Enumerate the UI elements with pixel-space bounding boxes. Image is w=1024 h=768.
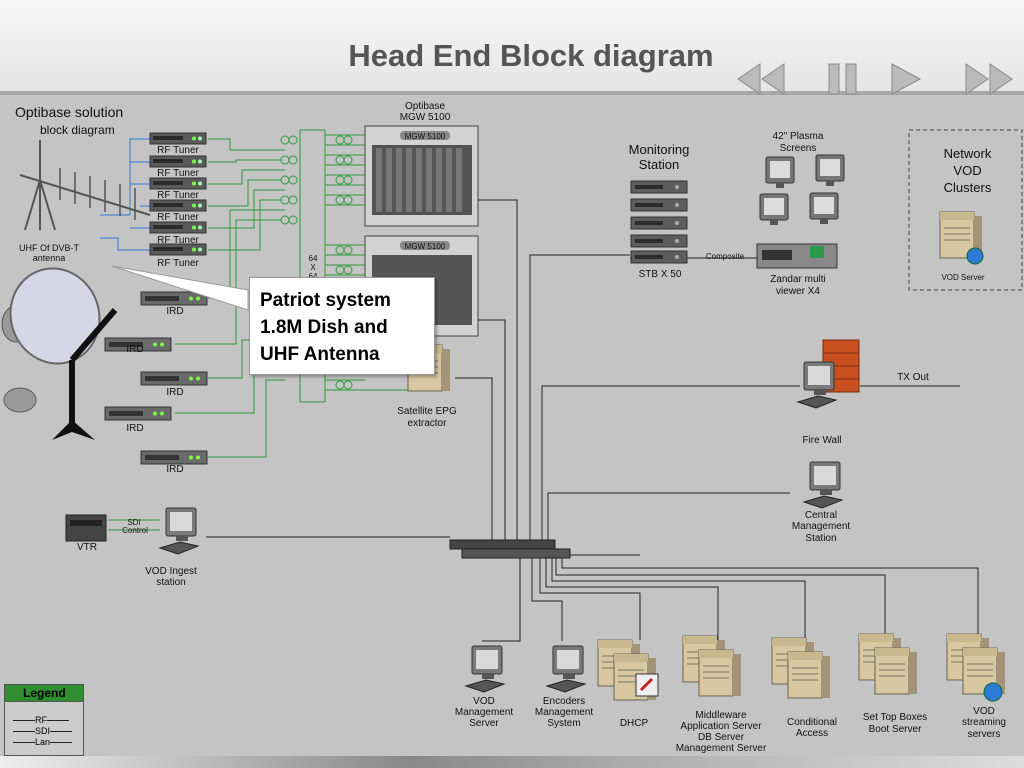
vod-streaming-label: VOD (973, 706, 995, 717)
central-mgmt-label: Station (805, 533, 837, 544)
encoders-label: Encoders (542, 696, 586, 707)
conditional-access-label: Access (795, 728, 829, 739)
callout-line: UHF Antenna (260, 344, 380, 365)
callout-line: Patriot system (260, 290, 391, 311)
central-mgmt-label: Management (791, 521, 851, 532)
control-label: Control (122, 526, 148, 535)
mgw-unit-label: MGW 5100 (404, 132, 446, 141)
zandar-label: viewer X4 (776, 286, 820, 297)
stb-boot-label: Boot Server (868, 724, 922, 735)
vod-mgmt-label: Server (469, 718, 499, 729)
mgw-unit-label: MGW 5100 (404, 242, 446, 251)
encoders-label: System (547, 718, 581, 729)
network-vod-label: Network (943, 146, 992, 161)
ird-label: IRD (166, 387, 184, 398)
play-icon[interactable] (888, 60, 924, 98)
sdi-label: SDI (127, 518, 141, 527)
network-vod-label: VOD (953, 163, 982, 178)
callout-line: 1.8M Dish and (260, 317, 388, 338)
legend-sdi-label: SDI (35, 726, 51, 736)
ird-label: IRD (166, 306, 184, 317)
optibase-solution-subtitle: block diagram (40, 123, 115, 137)
rewind-icon[interactable] (736, 60, 788, 98)
optibase-solution-title: Optibase solution (15, 104, 124, 120)
firewall-label: Fire Wall (802, 435, 842, 446)
legend-lan: Lan (13, 737, 73, 747)
tx-out-label: TX Out (897, 372, 929, 383)
legend-rf: RF (13, 715, 69, 725)
monitoring-station-label: Monitoring (628, 142, 690, 157)
title-bar (0, 0, 1024, 95)
fast-forward-icon[interactable] (962, 60, 1014, 98)
matrix-label: 64 X 64 (308, 254, 318, 281)
stb-label: STB X 50 (638, 269, 682, 280)
middleware-label: DB Server (697, 732, 745, 743)
composite-label: Composite (705, 252, 745, 261)
rf-tuner-label: RF Tuner (157, 212, 199, 223)
callout-box: Patriot system 1.8M Dish and UHF Antenna (249, 277, 435, 375)
central-mgmt-label: Central (804, 510, 838, 521)
mgw-model-label: MGW 5100 (399, 112, 451, 123)
stb-boot-label: Set Top Boxes (862, 712, 928, 723)
monitoring-station-label: Station (638, 157, 680, 172)
rf-tuner-label: RF Tuner (157, 168, 199, 179)
vod-ingest-label: station (156, 577, 186, 588)
legend-rf-label: RF (35, 715, 47, 725)
middleware-label: Application Server (680, 721, 762, 732)
page-title: Head End Block diagram (348, 38, 714, 73)
legend-sdi: SDI (13, 726, 73, 736)
rf-tuner-label: RF Tuner (157, 190, 199, 201)
legend: Legend RF SDI Lan (4, 684, 84, 756)
rf-tuner-label: RF Tuner (157, 258, 199, 269)
ird-label: IRD (166, 464, 184, 475)
legend-title: Legend (5, 685, 83, 702)
middleware-label: Middleware (695, 710, 747, 721)
rf-tuner-label: RF Tuner (157, 235, 199, 246)
ird-label: IRD (126, 423, 144, 434)
conditional-access-label: Conditional (786, 717, 838, 728)
vtr-label: VTR (77, 542, 97, 553)
vod-mgmt-label: Management (454, 707, 514, 718)
network-vod-label: Clusters (943, 180, 992, 195)
encoders-label: Management (534, 707, 594, 718)
rf-tuner-label: RF Tuner (157, 145, 199, 156)
middleware-label: Management Server (675, 743, 767, 754)
vod-ingest-label: VOD Ingest (145, 566, 197, 577)
pause-icon[interactable] (826, 60, 860, 98)
footer-bar (0, 756, 1024, 768)
vod-streaming-label: streaming (962, 717, 1006, 728)
plasma-label: 42" Plasma (772, 131, 824, 142)
ird-label: IRD (126, 344, 144, 355)
legend-lan-label: Lan (35, 737, 51, 747)
vod-mgmt-label: VOD (473, 696, 495, 707)
vod-server-label: VOD Server (941, 273, 985, 282)
zandar-label: Zandar multi (770, 274, 826, 285)
dhcp-label: DHCP (619, 718, 649, 729)
epg-label: Satellite EPG (397, 406, 457, 417)
epg-label: extractor (407, 418, 447, 429)
mgw-name-label: Optibase (404, 101, 446, 112)
vod-streaming-label: servers (967, 729, 1001, 740)
antenna-label: UHF Of DVB-T antenna (19, 243, 79, 263)
plasma-label: Screens (779, 143, 817, 154)
